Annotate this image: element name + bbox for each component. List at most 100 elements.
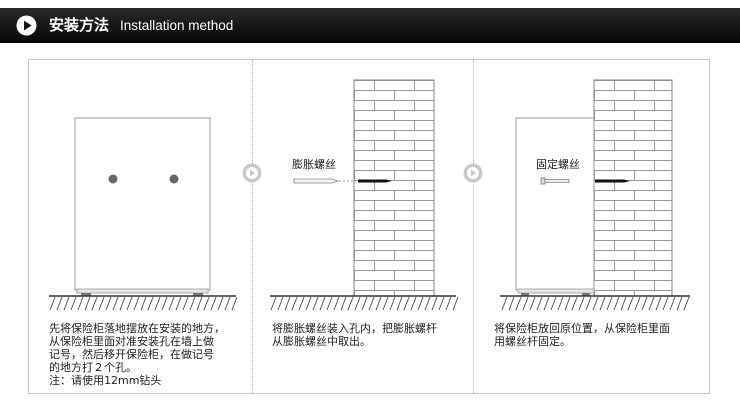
section-title: 安装方法 <box>49 16 110 34</box>
hatch-line <box>333 296 340 311</box>
hatch-line <box>431 296 438 311</box>
hatch-line <box>613 296 620 311</box>
hatch-line <box>326 296 333 311</box>
hatch-line <box>599 296 606 311</box>
section-header-bar: 安装方法 Installation method <box>0 8 740 43</box>
drill-mark <box>169 174 179 184</box>
hatch-line <box>508 296 515 311</box>
hatch-line <box>543 296 550 311</box>
hatch-line <box>98 296 105 311</box>
caption-line: 从膨胀螺丝中取出。 <box>272 335 371 348</box>
hatch-line <box>231 296 238 311</box>
arrow-right-circle-icon <box>242 163 262 183</box>
expansion-bolt-label: 膨胀螺丝 <box>292 158 336 171</box>
hatch-line <box>210 296 217 311</box>
step-2-caption: 将膨胀螺丝装入孔内，把膨胀螺杆 从膨胀螺丝中取出。 <box>272 322 437 348</box>
hatch-line <box>452 296 459 311</box>
section-subtitle: Installation method <box>120 18 234 33</box>
arrow-right-circle-icon <box>463 163 483 183</box>
hatch-line <box>319 296 326 311</box>
hatch-line <box>606 296 613 311</box>
hatch-line <box>196 296 203 311</box>
hatch-line <box>557 296 564 311</box>
hatch-line <box>277 296 284 311</box>
hatch-line <box>501 296 508 311</box>
hatch-line <box>641 296 648 311</box>
hatch-line <box>133 296 140 311</box>
brick-wall <box>593 79 673 297</box>
hatch-line <box>550 296 557 311</box>
hatch-line <box>203 296 210 311</box>
hatch-line <box>592 296 599 311</box>
hatch-line <box>284 296 291 311</box>
hatch-line <box>217 296 224 311</box>
step-divider <box>252 60 253 393</box>
hatch-line <box>438 296 445 311</box>
hatch-line <box>270 296 277 311</box>
hatch-line <box>77 296 84 311</box>
safe-side-illustration <box>515 117 595 296</box>
caption-line: 的地方打２个孔。 <box>49 361 137 374</box>
hatch-line <box>298 296 305 311</box>
hatch-line <box>154 296 161 311</box>
hatch-line <box>91 296 98 311</box>
hatch-line <box>389 296 396 311</box>
drill-mark <box>108 174 118 184</box>
hatch-line <box>529 296 536 311</box>
hatch-line <box>410 296 417 311</box>
hatch-line <box>63 296 70 311</box>
hatch-line <box>175 296 182 311</box>
caption-note: 注：请使用12mm钻头 <box>49 374 162 387</box>
hatch-line <box>571 296 578 311</box>
hatch-line <box>70 296 77 311</box>
caption-line: 将膨胀螺丝装入孔内，把膨胀螺杆 <box>272 322 437 335</box>
caption-line: 用螺丝杆固定。 <box>494 335 571 348</box>
hatch-line <box>354 296 361 311</box>
hatch-line <box>669 296 676 311</box>
hatch-line <box>84 296 91 311</box>
hatch-line <box>634 296 641 311</box>
caption-line: 记号，然后移开保险柜，在做记号 <box>49 348 214 361</box>
hatch-line <box>161 296 168 311</box>
hatch-line <box>403 296 410 311</box>
caption-line: 将保险柜放回原位置，从保险柜里面 <box>494 322 670 335</box>
hatch-line <box>382 296 389 311</box>
hatch-line <box>224 296 231 311</box>
hatch-line <box>424 296 431 311</box>
hatch-line <box>585 296 592 311</box>
fixing-screw <box>540 177 630 185</box>
hatch-line <box>291 296 298 311</box>
hatch-line <box>375 296 382 311</box>
fixing-screw-label: 固定螺丝 <box>536 158 580 171</box>
installation-panel <box>28 59 710 394</box>
caption-line: 从保险柜里面对准安装孔在墙上做 <box>49 335 214 348</box>
hatch-line <box>112 296 119 311</box>
hatch-line <box>168 296 175 311</box>
hatch-line <box>655 296 662 311</box>
hatch-line <box>340 296 347 311</box>
play-circle-icon <box>16 15 37 36</box>
hatch-line <box>361 296 368 311</box>
brick-wall <box>353 79 435 297</box>
hatch-line <box>445 296 452 311</box>
hatch-line <box>119 296 126 311</box>
hatch-line <box>189 296 196 311</box>
hatch-line <box>368 296 375 311</box>
hatch-line <box>536 296 543 311</box>
hatch-line <box>140 296 147 311</box>
hatch-line <box>515 296 522 311</box>
step-3-caption: 将保险柜放回原位置，从保险柜里面 用螺丝杆固定。 <box>494 322 670 348</box>
expansion-bolt <box>293 178 392 184</box>
hatch-line <box>126 296 133 311</box>
hatch-line <box>347 296 354 311</box>
hatch-line <box>396 296 403 311</box>
hatch-line <box>147 296 154 311</box>
hatch-line <box>105 296 112 311</box>
caption-line: 先将保险柜落地摆放在安装的地方， <box>49 322 225 335</box>
hatch-line <box>662 296 669 311</box>
safe-illustration <box>74 117 211 296</box>
step-1-caption: 先将保险柜落地摆放在安装的地方， 从保险柜里面对准安装孔在墙上做 记号，然后移开… <box>49 322 225 387</box>
hatch-line <box>312 296 319 311</box>
hatch-line <box>417 296 424 311</box>
